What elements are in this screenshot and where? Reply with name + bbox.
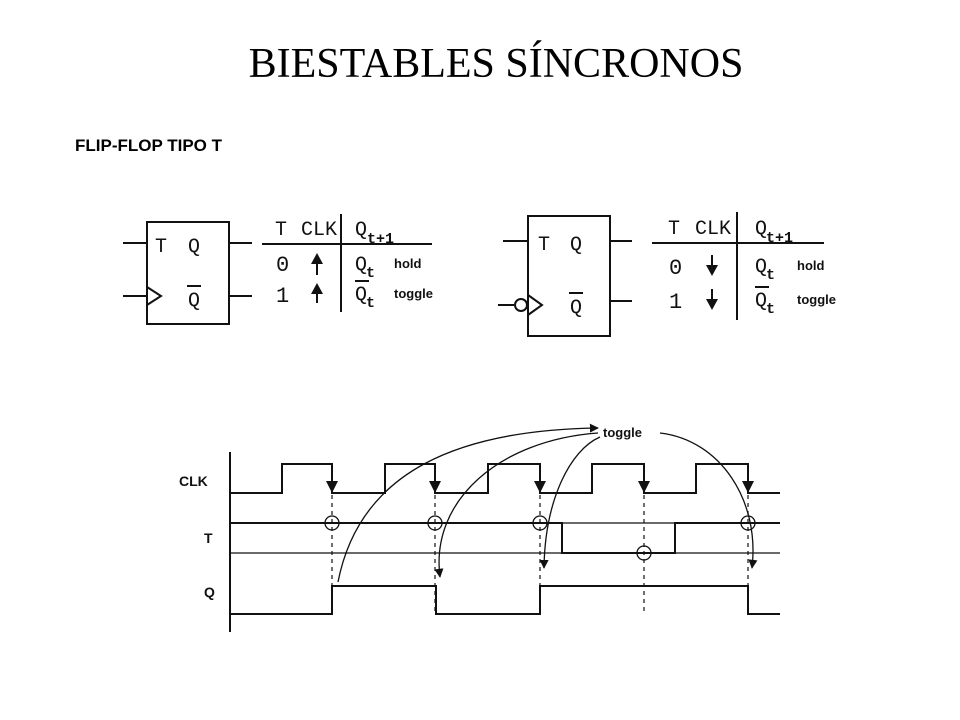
table-right-header-t: T — [668, 218, 680, 241]
table-right-row1-note: hold — [797, 258, 824, 273]
toggle-arrow-to-q-rise — [539, 436, 601, 569]
flipflop-right-inversion-bubble — [514, 298, 528, 312]
flipflop-left-t-label: T — [155, 236, 167, 259]
flipflop-right-qbar-label: Q — [570, 297, 582, 320]
flipflop-right-q-label: Q — [570, 234, 582, 257]
flipflop-right: T Q Q — [498, 215, 632, 337]
truth-table-right: T CLK Q t+1 0 Q t hold 1 Q t toggle — [652, 212, 836, 320]
table-left-row1-note: hold — [394, 256, 421, 271]
table-right-header-q-sub: t+1 — [766, 230, 793, 247]
table-right-row2-q: Q — [755, 290, 767, 313]
truth-table-left: T CLK Q t+1 0 Q t hold 1 Q t toggle — [262, 214, 433, 312]
toggle-arrow-to-q-fall — [434, 432, 599, 578]
flipflop-right-box — [527, 215, 611, 337]
t-waveform — [230, 522, 780, 554]
toggle-arrow-to-q-last — [659, 432, 758, 569]
flipflop-left: T Q Q — [123, 221, 252, 325]
q-waveform — [230, 585, 780, 615]
rising-edge-arrow-icon — [311, 253, 323, 275]
toggle-arrow-in — [337, 423, 599, 583]
table-left-row2-q-sub: t — [366, 295, 375, 312]
table-left-row1-t: 0 — [276, 253, 289, 278]
rising-edge-arrow-icon — [311, 283, 323, 303]
signal-label-q: Q — [204, 584, 215, 600]
table-left-row1-q-sub: t — [366, 265, 375, 282]
clk-falling-edge-marker-icon — [534, 470, 546, 493]
clk-waveform — [230, 463, 780, 494]
flipflop-left-clock-triangle — [146, 286, 163, 306]
clk-falling-edge-marker-icon — [742, 470, 754, 493]
falling-edge-arrow-icon — [706, 255, 718, 276]
table-right-row1-t: 0 — [669, 256, 682, 281]
table-left-header-q-sub: t+1 — [367, 231, 394, 248]
toggle-annotation-label: toggle — [603, 425, 642, 440]
table-right-row1-q-sub: t — [766, 267, 775, 284]
table-left-header-t: T — [275, 219, 287, 242]
timing-diagram: CLK T Q toggle — [179, 423, 780, 632]
clk-falling-edge-marker-icon — [326, 470, 338, 493]
table-left-row2-q: Q — [355, 284, 367, 307]
table-left-header-q: Q — [355, 219, 367, 242]
falling-edge-arrow-icon — [706, 289, 718, 310]
flipflop-right-clock-triangle — [527, 294, 544, 316]
flipflop-left-box — [146, 221, 230, 325]
flipflop-right-t-label: T — [538, 234, 550, 257]
table-right-row2-note: toggle — [797, 292, 836, 307]
table-left-header-clk: CLK — [301, 219, 337, 242]
table-left-row1-q: Q — [355, 254, 367, 277]
page-title: BIESTABLES SÍNCRONOS — [248, 41, 744, 87]
flipflop-left-qbar-label: Q — [188, 290, 200, 313]
table-right-header-clk: CLK — [695, 218, 731, 241]
signal-label-clk: CLK — [179, 473, 208, 489]
clk-falling-edge-marker-icon — [429, 470, 441, 493]
clk-falling-edge-marker-icon — [638, 470, 650, 493]
flipflop-left-q-label: Q — [188, 236, 200, 259]
table-right-header-q: Q — [755, 218, 767, 241]
table-right-row2-q-sub: t — [766, 301, 775, 318]
signal-label-t: T — [204, 530, 213, 546]
table-right-row2-t: 1 — [669, 290, 682, 315]
table-right-row1-q: Q — [755, 256, 767, 279]
table-left-row2-note: toggle — [394, 286, 433, 301]
table-left-row2-t: 1 — [276, 284, 289, 309]
page-subtitle: FLIP-FLOP TIPO T — [75, 136, 223, 155]
